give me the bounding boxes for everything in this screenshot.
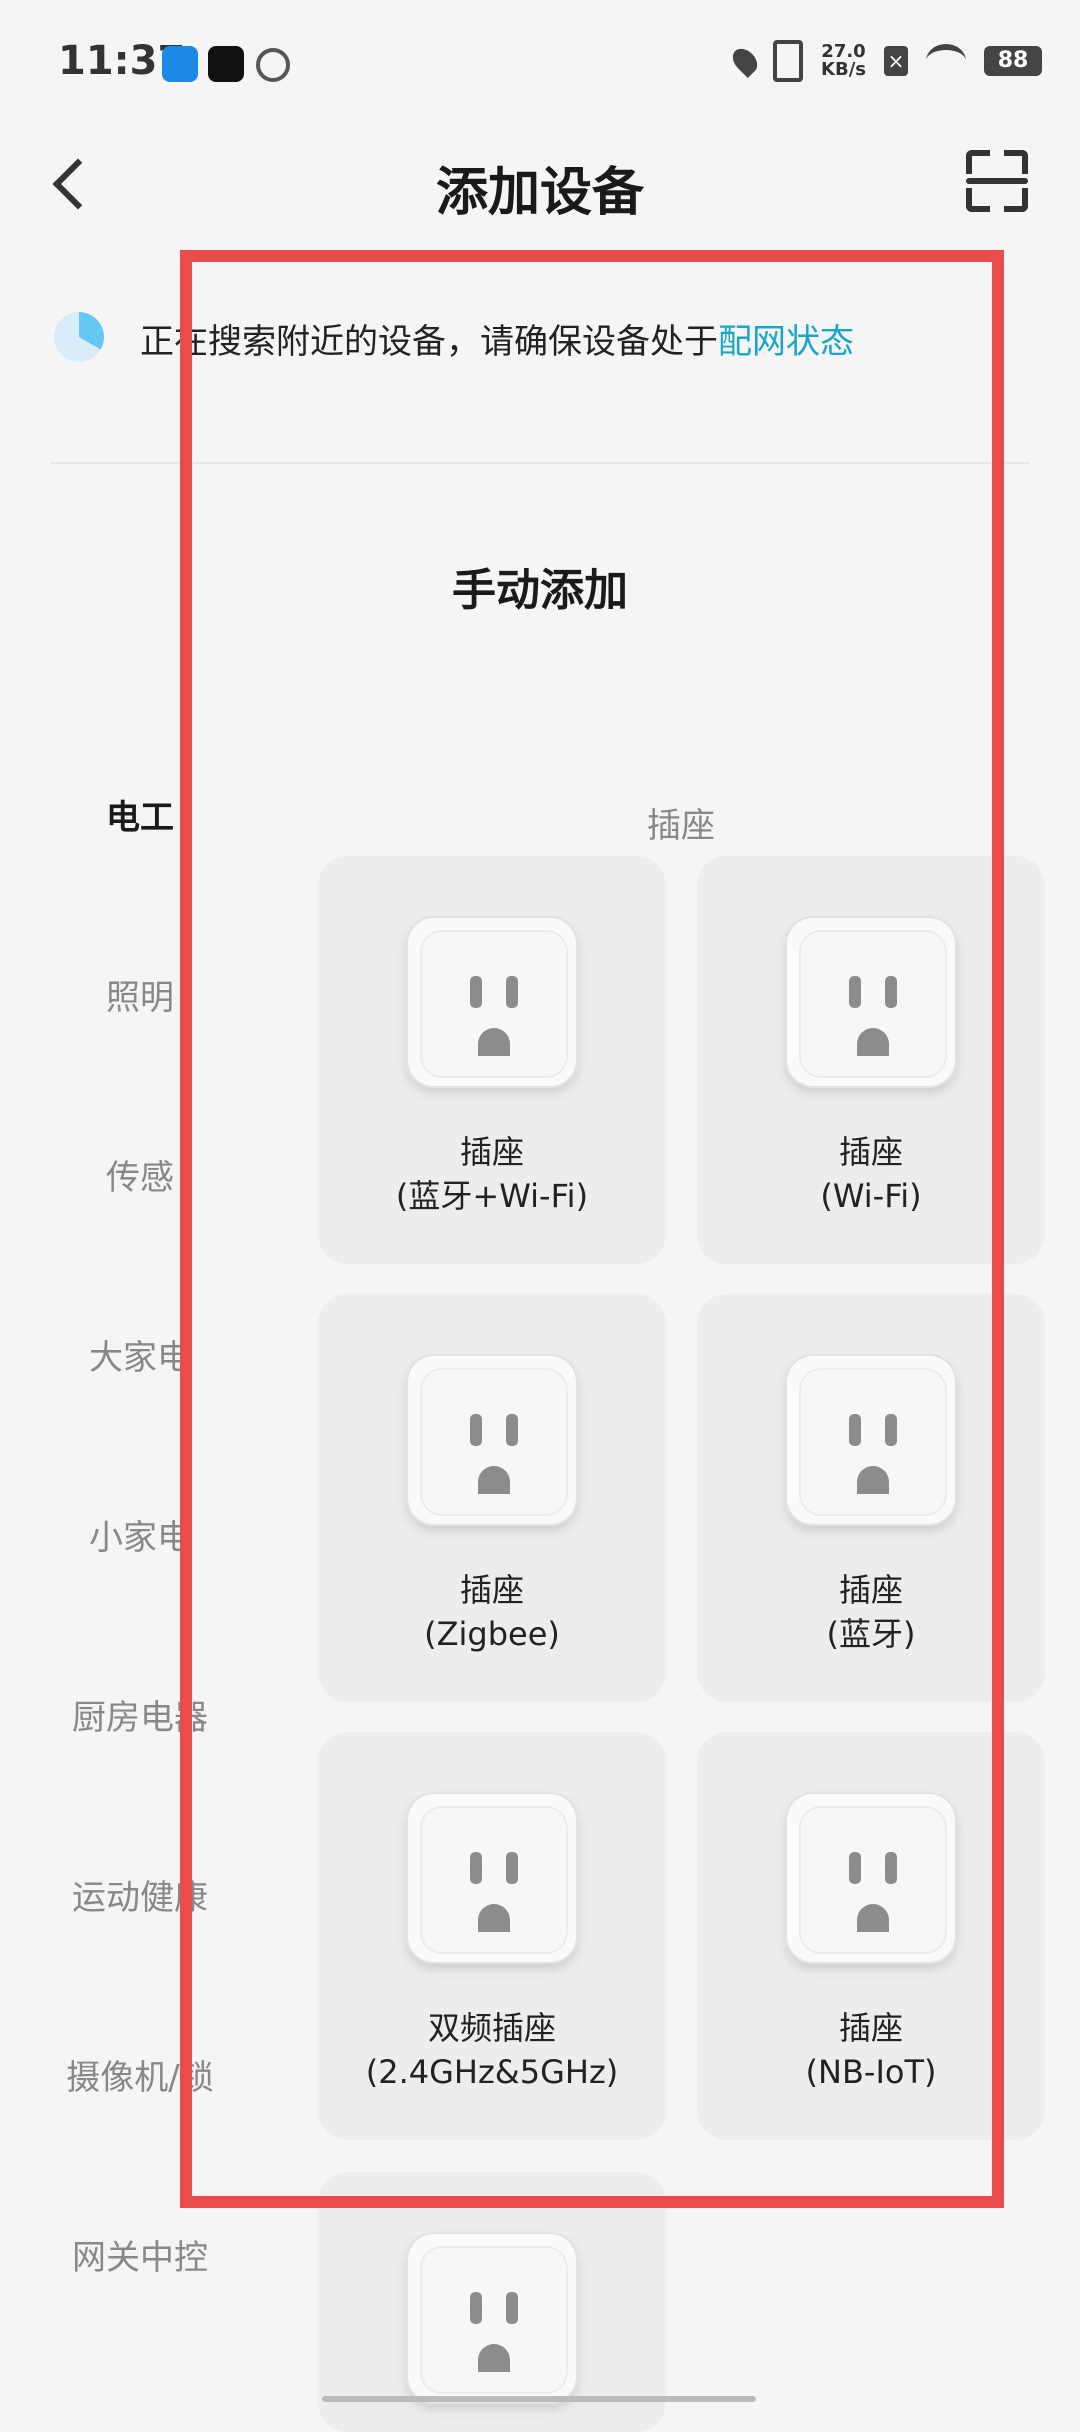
battery-level: 88 bbox=[984, 46, 1042, 76]
device-protocol: (Wi-Fi) bbox=[820, 1177, 922, 1215]
security-app-icon bbox=[162, 46, 198, 82]
no-sim-icon: × bbox=[884, 46, 908, 76]
sidebar-item-kitchen-appliances[interactable]: 厨房电器 bbox=[72, 1698, 208, 1738]
device-label: 插座 (蓝牙+Wi-Fi) bbox=[318, 1130, 666, 1218]
network-config-link[interactable]: 配网状态 bbox=[718, 322, 854, 362]
sidebar-item-electrical[interactable]: 电工 bbox=[106, 798, 174, 838]
device-label: 插座 (Zigbee) bbox=[318, 1568, 666, 1656]
device-protocol: (Zigbee) bbox=[424, 1615, 560, 1653]
scan-icon-line bbox=[966, 178, 1028, 184]
socket-icon bbox=[406, 2232, 578, 2404]
device-card-socket-bt-wifi[interactable]: 插座 (蓝牙+Wi-Fi) bbox=[318, 856, 666, 1264]
scan-icon-corner bbox=[1004, 150, 1028, 174]
device-protocol: (蓝牙+Wi-Fi) bbox=[395, 1177, 589, 1215]
search-notice: 正在搜索附近的设备，请确保设备处于配网状态 bbox=[140, 314, 854, 363]
device-label: 双频插座 (2.4GHz&5GHz) bbox=[318, 2006, 666, 2094]
sidebar-item-large-appliances[interactable]: 大家电 bbox=[89, 1338, 191, 1378]
device-name: 插座 bbox=[459, 1133, 524, 1171]
subcategory-header: 插座 bbox=[647, 806, 715, 846]
device-name: 插座 bbox=[838, 1571, 903, 1609]
status-bar: 11:37 27.0 KB/s × 88 bbox=[0, 0, 1080, 120]
page-title: 添加设备 bbox=[435, 163, 644, 223]
search-notice-text: 正在搜索附近的设备，请确保设备处于 bbox=[140, 322, 718, 362]
tiktok-app-icon bbox=[208, 46, 244, 82]
device-label: 插座 (Wi-Fi) bbox=[697, 1130, 1045, 1218]
home-indicator[interactable] bbox=[322, 2396, 756, 2402]
socket-icon bbox=[785, 1792, 957, 1964]
device-card-socket-wifi[interactable]: 插座 (Wi-Fi) bbox=[697, 856, 1045, 1264]
manual-add-title: 手动添加 bbox=[452, 565, 628, 616]
sidebar-item-lighting[interactable]: 照明 bbox=[106, 978, 174, 1018]
device-card-dual-band-socket[interactable]: 双频插座 (2.4GHz&5GHz) bbox=[318, 1732, 666, 2140]
scan-qr-button[interactable] bbox=[966, 150, 1028, 212]
socket-icon bbox=[785, 1354, 957, 1526]
socket-icon bbox=[406, 1792, 578, 1964]
device-card-socket-partial[interactable] bbox=[318, 2172, 666, 2432]
network-speed-value: 27.0 bbox=[821, 41, 866, 62]
device-card-socket-zigbee[interactable]: 插座 (Zigbee) bbox=[318, 1294, 666, 1702]
device-protocol: (蓝牙) bbox=[826, 1615, 916, 1653]
network-speed: 27.0 KB/s bbox=[821, 43, 866, 79]
wifi-icon bbox=[926, 44, 966, 78]
location-icon bbox=[728, 44, 763, 78]
device-name: 插座 bbox=[459, 1571, 524, 1609]
socket-icon bbox=[406, 916, 578, 1088]
scan-icon-corner bbox=[1004, 188, 1028, 212]
divider bbox=[50, 462, 1030, 464]
scan-icon-corner bbox=[966, 188, 990, 212]
sidebar-item-gateway-hub[interactable]: 网关中控 bbox=[72, 2238, 208, 2278]
planet-app-icon bbox=[256, 48, 290, 82]
device-protocol: (NB-IoT) bbox=[805, 2053, 937, 2091]
device-name: 插座 bbox=[838, 2009, 903, 2047]
device-protocol: (2.4GHz&5GHz) bbox=[365, 2053, 619, 2091]
scan-icon bbox=[966, 150, 990, 174]
device-name: 双频插座 bbox=[427, 2009, 556, 2047]
device-card-socket-bluetooth[interactable]: 插座 (蓝牙) bbox=[697, 1294, 1045, 1702]
network-speed-unit: KB/s bbox=[821, 59, 866, 80]
device-name: 插座 bbox=[838, 1133, 903, 1171]
status-indicators: 27.0 KB/s × 88 bbox=[728, 40, 1042, 82]
sidebar-item-sports-health[interactable]: 运动健康 bbox=[72, 1878, 208, 1918]
device-label: 插座 (蓝牙) bbox=[697, 1568, 1045, 1656]
device-card-socket-nb-iot[interactable]: 插座 (NB-IoT) bbox=[697, 1732, 1045, 2140]
searching-spinner-icon bbox=[54, 312, 104, 362]
vibrate-icon bbox=[773, 40, 804, 82]
sidebar-item-sensors[interactable]: 传感 bbox=[106, 1158, 174, 1198]
socket-icon bbox=[406, 1354, 578, 1526]
sidebar-item-camera-lock[interactable]: 摄像机/锁 bbox=[66, 2058, 214, 2098]
device-label: 插座 (NB-IoT) bbox=[697, 2006, 1045, 2094]
sidebar-item-small-appliances[interactable]: 小家电 bbox=[89, 1518, 191, 1558]
socket-icon bbox=[785, 916, 957, 1088]
